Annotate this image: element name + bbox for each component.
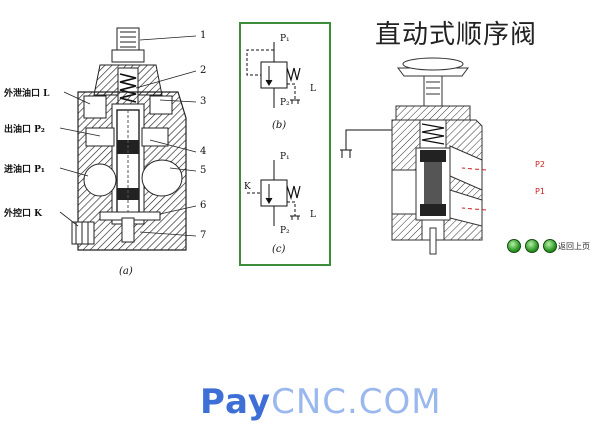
- drain-port-label: 外泄油口 L: [4, 89, 50, 99]
- symbol-c-l: L: [310, 210, 316, 220]
- valve-cross-section-a: [59, 27, 197, 251]
- valve-animation-figure: [340, 57, 487, 255]
- back-button-icon[interactable]: [543, 239, 557, 253]
- caption-b: (b): [272, 120, 287, 131]
- caption-a: (a): [119, 266, 133, 277]
- caption-c: (c): [272, 244, 286, 255]
- paycnc-logo: PayCNC.COM: [200, 382, 442, 422]
- back-to-previous-page-link[interactable]: 返回上页: [558, 242, 590, 251]
- callout-5: 5: [200, 165, 207, 176]
- symbol-c-p1: P₁: [280, 152, 290, 162]
- callout-6: 6: [200, 200, 207, 211]
- outlet-port-label: 出油口 P₂: [4, 125, 45, 135]
- valve-symbols: [246, 42, 301, 226]
- logo-cnc: CNC.COM: [271, 382, 442, 422]
- prev-button[interactable]: [507, 239, 521, 253]
- callout-3: 3: [200, 96, 207, 107]
- inlet-port-label: 进油口 P₁: [4, 165, 45, 175]
- symbol-c-p2: P₂: [280, 226, 290, 236]
- symbol-b-l: L: [310, 84, 316, 94]
- callout-2: 2: [200, 65, 207, 76]
- page-title: 直动式顺序阀: [375, 20, 538, 50]
- next-button[interactable]: [525, 239, 539, 253]
- control-port-label: 外控口 K: [4, 209, 42, 219]
- callout-4: 4: [200, 146, 207, 157]
- callout-1: 1: [200, 30, 207, 41]
- label-p1: P1: [535, 187, 545, 196]
- callout-7: 7: [200, 230, 207, 241]
- symbol-b-p1: P₁: [280, 34, 290, 44]
- logo-pay: Pay: [200, 382, 272, 422]
- symbol-b-p2: P₂: [280, 98, 290, 108]
- symbol-c-k: K: [244, 182, 251, 192]
- label-p2: P2: [535, 160, 545, 169]
